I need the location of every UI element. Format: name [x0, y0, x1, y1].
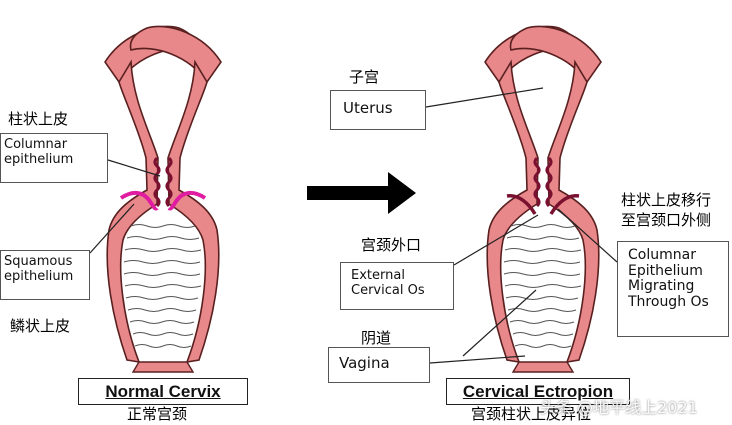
squamo-columnar-junction-left	[119, 191, 159, 211]
cn-cervical-ectropion-title: 宫颈柱状上皮异位	[471, 405, 592, 423]
normal-cervix-figure	[103, 24, 223, 374]
cn-columnar-label: 柱状上皮	[8, 110, 69, 128]
normal-cervix-title: Normal Cervix	[78, 378, 248, 405]
vagina-label: Vagina	[328, 347, 430, 383]
ectropion-edge-right	[549, 194, 580, 215]
squamo-columnar-junction-right	[167, 191, 207, 211]
cn-migrating-label: 柱状上皮移行 至宫颈口外侧	[621, 191, 712, 230]
external-cervical-os-label: External Cervical Os	[340, 262, 454, 310]
cn-vagina-label: 阴道	[361, 329, 392, 347]
leader-lines	[89, 87, 618, 364]
cn-uterus-label: 子宫	[349, 68, 380, 86]
cn-squamous-label: 鳞状上皮	[10, 317, 71, 335]
ectropion-cervix-figure	[483, 24, 603, 374]
columnar-epithelium-label: Columnar epithelium	[0, 133, 108, 183]
cn-external-os-label: 宫颈外口	[361, 236, 422, 254]
cn-normal-cervix-title: 正常宫颈	[127, 405, 188, 423]
uterus-label: Uterus	[330, 90, 426, 130]
columnar-migrating-label: Columnar Epithelium Migrating Through Os	[617, 241, 729, 337]
ectropion-edge-left	[506, 194, 537, 215]
cervical-ectropion-title: Cervical Ectropion	[446, 378, 630, 405]
watermark: 头条 @地平线上2021	[540, 398, 698, 417]
transition-arrow	[307, 172, 416, 214]
squamous-epithelium-label: Squamous epithelium	[0, 250, 90, 300]
